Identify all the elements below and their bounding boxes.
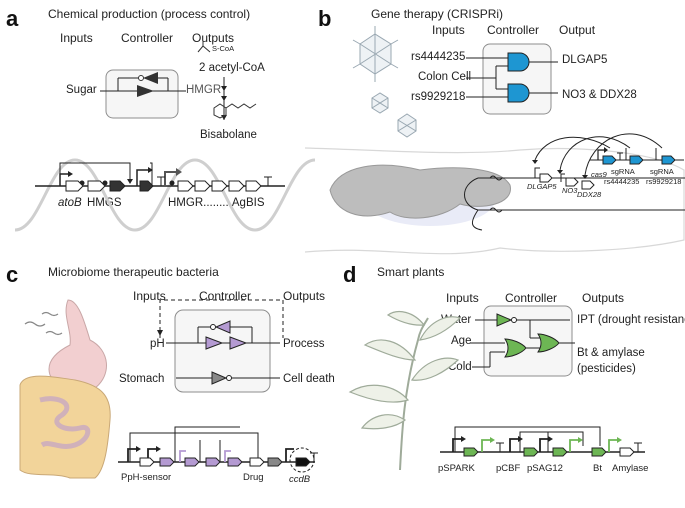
panel-d-input-age: Age xyxy=(451,335,472,347)
panel-c-input-ph: pH xyxy=(150,338,165,350)
panel-c-title: Microbiome therapeutic bacteria xyxy=(48,265,219,279)
panel-c-buffer-gate-1 xyxy=(205,336,224,350)
panel-a-hmgr-output: HMGR xyxy=(186,84,222,96)
panel-b-cas9-gene xyxy=(602,155,617,165)
panel-a-wave xyxy=(14,158,316,232)
panel-c-input-stomach: Stomach xyxy=(119,373,165,385)
panel-d-promoter-pspark: pSPARK xyxy=(438,463,475,474)
panel-c-ccdb-gene xyxy=(295,457,311,467)
panel-letter-d: d xyxy=(343,262,357,287)
panel-c-controller-box xyxy=(174,309,271,393)
panel-d-outputs-header: Outputs xyxy=(582,291,625,305)
panel-a-title: Chemical production (process control) xyxy=(48,7,251,21)
body-outline xyxy=(304,147,685,255)
panel-b-target-dlgap5: DLGAP5 xyxy=(527,182,557,191)
panel-letter-a: a xyxy=(6,6,19,31)
bacteria-icon xyxy=(24,311,63,336)
panel-c-output-cell-death: Cell death xyxy=(283,373,335,385)
panel-b-output-no3-ddx28: NO3 & DDX28 xyxy=(562,89,637,101)
panel-c-not-gate xyxy=(214,320,231,334)
panel-b-cas9-label: cas9 xyxy=(591,170,607,179)
panel-a-gene-atob: atoB xyxy=(58,197,82,209)
panel-d-promoter-psag12: pSAG12 xyxy=(527,463,563,474)
panel-a-controller-header: Controller xyxy=(121,31,174,45)
panel-d-controller-header: Controller xyxy=(505,291,558,305)
panel-a-scoa-label: S-CoA xyxy=(212,44,235,53)
panel-c-ccdb-label: ccdB xyxy=(289,474,311,485)
panel-b-sgrna2-gene xyxy=(661,155,676,165)
panel-c-drug-label: Drug xyxy=(243,472,264,483)
panel-d-promoter-pcbf: pCBF xyxy=(496,463,521,474)
panel-d-or-gate-1 xyxy=(504,338,527,358)
panel-b-sgrna1-id: rs4444235 xyxy=(604,177,640,186)
panel-d-output-ipt: IPT (drought resistance) xyxy=(577,314,685,326)
panel-d-inputs-header: Inputs xyxy=(446,291,479,305)
panel-a-inputs-header: Inputs xyxy=(60,31,93,45)
panel-a-gene-range: HMGR.........AgBIS xyxy=(168,197,265,209)
panel-d-gene-bt: Bt xyxy=(593,463,602,474)
panel-b-and-gate-2 xyxy=(507,83,530,103)
panel-c-output-process: Process xyxy=(283,338,325,350)
panel-b-output-dlgap5: DLGAP5 xyxy=(562,54,608,66)
panel-b-target-ddx28: DDX28 xyxy=(577,190,602,199)
panel-c-outputs-header: Outputs xyxy=(283,289,326,303)
panel-b-input-colon-cell: Colon Cell xyxy=(418,71,472,83)
panel-b-controller-header: Controller xyxy=(487,23,540,37)
panel-b-target-no3: NO3 xyxy=(562,186,578,195)
panel-b-sgrna1-label: sgRNA xyxy=(611,167,635,176)
panel-d-or-gate-2 xyxy=(537,333,560,353)
panel-d-controller-box xyxy=(483,305,573,377)
panel-d-output-pesticides: (pesticides) xyxy=(577,363,636,375)
plant-icon xyxy=(348,311,462,471)
panel-a-acetylcoa: 2 acetyl-CoA xyxy=(199,62,265,74)
panel-c-sensor-label: PpH-sensor xyxy=(121,472,172,483)
panel-c-buffer-gate-2 xyxy=(229,336,248,350)
panel-b-input-rs4444235: rs4444235 xyxy=(411,51,466,63)
panel-d-output-bt-amylase: Bt & amylase xyxy=(577,347,645,359)
panel-letter-c: c xyxy=(6,262,19,287)
virus-icon-small-2 xyxy=(397,113,417,138)
panel-b-input-rs9929218: rs9929218 xyxy=(411,91,466,103)
panel-a-bisabolane-structure xyxy=(213,103,257,119)
panel-b-and-gate-1 xyxy=(507,52,530,72)
panel-d-title: Smart plants xyxy=(377,265,445,279)
panel-d-gene-amylase: Amylase xyxy=(612,463,649,474)
panel-a-input-sugar: Sugar xyxy=(66,84,97,96)
panel-b-title: Gene therapy (CRISPRi) xyxy=(371,7,504,21)
colon-organ xyxy=(329,164,511,219)
panel-a-repressor-gate xyxy=(143,72,158,84)
panel-b-sgrna2-label: sgRNA xyxy=(650,167,674,176)
panel-a-bisabolane: Bisabolane xyxy=(200,129,257,141)
panel-b-sgrna2-id: rs9929218 xyxy=(646,177,682,186)
panel-a-gene-hmgs: HMGS xyxy=(87,197,122,209)
panel-c-inputs-header: Inputs xyxy=(133,289,166,303)
panel-c-cell-death-gate xyxy=(211,371,228,385)
panel-b-output-header: Output xyxy=(559,23,596,37)
panel-a-activator-gate xyxy=(137,85,154,97)
panel-letter-b: b xyxy=(318,6,332,31)
panel-b-sgrna1-gene xyxy=(629,155,644,165)
virus-icon-small-1 xyxy=(371,92,389,114)
panel-b-inputs-header: Inputs xyxy=(432,23,465,37)
panel-c-controller-header: Controller xyxy=(199,289,252,303)
virus-icon xyxy=(352,26,399,82)
panel-d-not-gate xyxy=(496,313,513,327)
